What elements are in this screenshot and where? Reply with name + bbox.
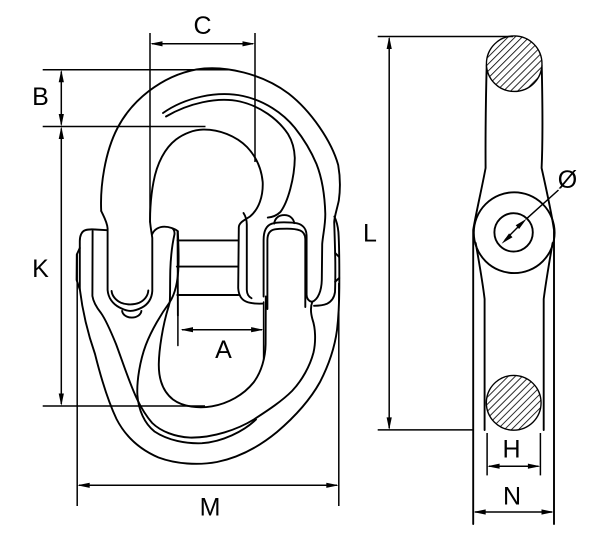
svg-text:L: L	[363, 220, 377, 248]
svg-text:H: H	[502, 436, 520, 464]
svg-text:N: N	[503, 483, 521, 511]
svg-text:C: C	[193, 12, 211, 40]
svg-text:A: A	[215, 336, 232, 364]
svg-text:Ø: Ø	[558, 166, 577, 194]
svg-text:B: B	[32, 83, 49, 111]
svg-text:M: M	[200, 494, 221, 522]
svg-text:K: K	[32, 255, 49, 283]
